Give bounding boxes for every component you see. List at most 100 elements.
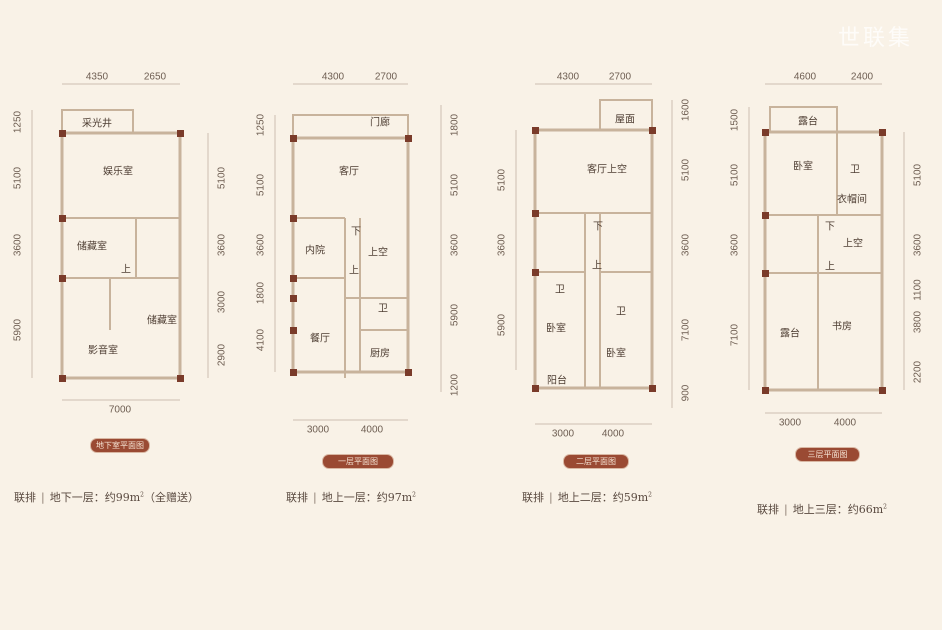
right-dimension-label: 1600 (680, 98, 692, 122)
caption-sep: | (549, 491, 553, 504)
caption-sep: | (313, 491, 317, 504)
left-dimension-label: 3600 (12, 233, 24, 257)
left-dimension-label: 1250 (255, 113, 267, 137)
top-dimension-label: 2650 (143, 71, 167, 83)
structural-column (405, 369, 412, 376)
room-label: 卧室 (606, 348, 626, 360)
room-label: 储藏室 (147, 315, 177, 327)
room-label: 下 (825, 221, 835, 233)
left-dimension-label: 3600 (729, 233, 741, 257)
structural-column (59, 375, 66, 382)
room-label: 影音室 (88, 345, 118, 357)
room-label: 卫 (850, 164, 860, 176)
right-dimension-label: 5900 (449, 303, 461, 327)
room-label: 屋面 (615, 114, 635, 126)
bottom-dimension-label: 4000 (833, 417, 857, 429)
left-dimension-label: 3600 (496, 233, 508, 257)
right-dimension-label: 3600 (449, 233, 461, 257)
right-dimension-label: 5100 (216, 166, 228, 190)
structural-column (532, 269, 539, 276)
right-dimension-label: 3800 (912, 310, 924, 334)
right-dimension-label: 1200 (449, 373, 461, 397)
room-label: 厨房 (370, 348, 390, 360)
room-label: 上 (121, 264, 131, 276)
right-dimension-label: 1800 (449, 113, 461, 137)
left-dimension-label: 5100 (12, 166, 24, 190)
room-label: 阳台 (547, 375, 567, 387)
bottom-dimension-label: 7000 (108, 404, 132, 416)
room-label: 卧室 (546, 323, 566, 335)
caption-sup: 2 (140, 491, 144, 499)
room-label: 卫 (616, 306, 626, 318)
caption-type: 联排 (522, 491, 544, 504)
floor-title-badge: 三层平面图 (795, 447, 860, 462)
room-label: 门廊 (370, 117, 390, 129)
right-dimension-label: 3600 (912, 233, 924, 257)
structural-column (532, 210, 539, 217)
floor-area-caption: 联排|地上二层：约59m2 (522, 489, 652, 505)
bottom-dimension-label: 4000 (360, 424, 384, 436)
structural-column (762, 270, 769, 277)
room-label: 卫 (555, 284, 565, 296)
room-label: 衣帽间 (837, 194, 867, 206)
top-dimension-label: 4600 (793, 71, 817, 83)
watermark: 世联集 (838, 26, 914, 51)
structural-column (649, 385, 656, 392)
left-dimension-label: 5900 (496, 313, 508, 337)
structural-column (762, 387, 769, 394)
structural-column (762, 129, 769, 136)
top-dimension-label: 4350 (85, 71, 109, 83)
caption-type: 联排 (14, 491, 36, 504)
caption-floor: 地上三层： (792, 503, 848, 516)
top-dimension-label: 2700 (374, 71, 398, 83)
room-label: 露台 (798, 116, 818, 128)
room-label: 上空 (843, 238, 863, 250)
top-dimension-label: 2400 (850, 71, 874, 83)
structural-column (532, 385, 539, 392)
outer-wall (533, 128, 654, 390)
right-dimension-label: 5100 (680, 158, 692, 182)
top-dimension-label: 4300 (556, 71, 580, 83)
caption-sep: | (784, 503, 788, 516)
left-dimension-label: 5100 (729, 163, 741, 187)
room-label: 娱乐室 (103, 166, 133, 178)
structural-column (532, 127, 539, 134)
top-dimension-label: 4300 (321, 71, 345, 83)
floor-area-caption: 联排|地上一层：约97m2 (286, 489, 416, 505)
structural-column (290, 369, 297, 376)
outer-wall (763, 130, 884, 392)
left-dimension-label: 1800 (255, 281, 267, 305)
room-label: 露台 (780, 328, 800, 340)
caption-sup: 2 (412, 491, 416, 499)
right-dimension-label: 3600 (680, 233, 692, 257)
right-dimension-label: 2200 (912, 360, 924, 384)
floor-area-caption: 联排|地下一层：约99m2（全赠送） (14, 489, 199, 505)
structural-column (59, 275, 66, 282)
left-dimension-label: 7100 (729, 323, 741, 347)
outer-wall (291, 136, 410, 374)
structural-column (290, 215, 297, 222)
structural-column (177, 130, 184, 137)
right-dimension-label: 1100 (912, 279, 924, 301)
structural-column (290, 327, 297, 334)
room-label: 客厅上空 (587, 164, 627, 176)
right-dimension-label: 3000 (216, 290, 228, 314)
caption-sup: 2 (883, 503, 887, 511)
room-label: 上 (592, 260, 602, 272)
structural-column (290, 275, 297, 282)
structural-column (649, 127, 656, 134)
structural-column (879, 387, 886, 394)
caption-note: （全赠送） (143, 491, 199, 504)
right-dimension-label: 900 (680, 384, 692, 402)
left-dimension-label: 1250 (12, 110, 24, 134)
bottom-dimension-label: 3000 (778, 417, 802, 429)
caption-sup: 2 (648, 491, 652, 499)
room-label: 餐厅 (310, 333, 330, 345)
structural-column (59, 130, 66, 137)
caption-type: 联排 (286, 491, 308, 504)
structural-column (762, 212, 769, 219)
caption-area: 约99m (104, 491, 141, 504)
room-label: 卧室 (793, 161, 813, 173)
room-label: 上空 (368, 247, 388, 259)
bottom-dimension-label: 4000 (601, 428, 625, 440)
